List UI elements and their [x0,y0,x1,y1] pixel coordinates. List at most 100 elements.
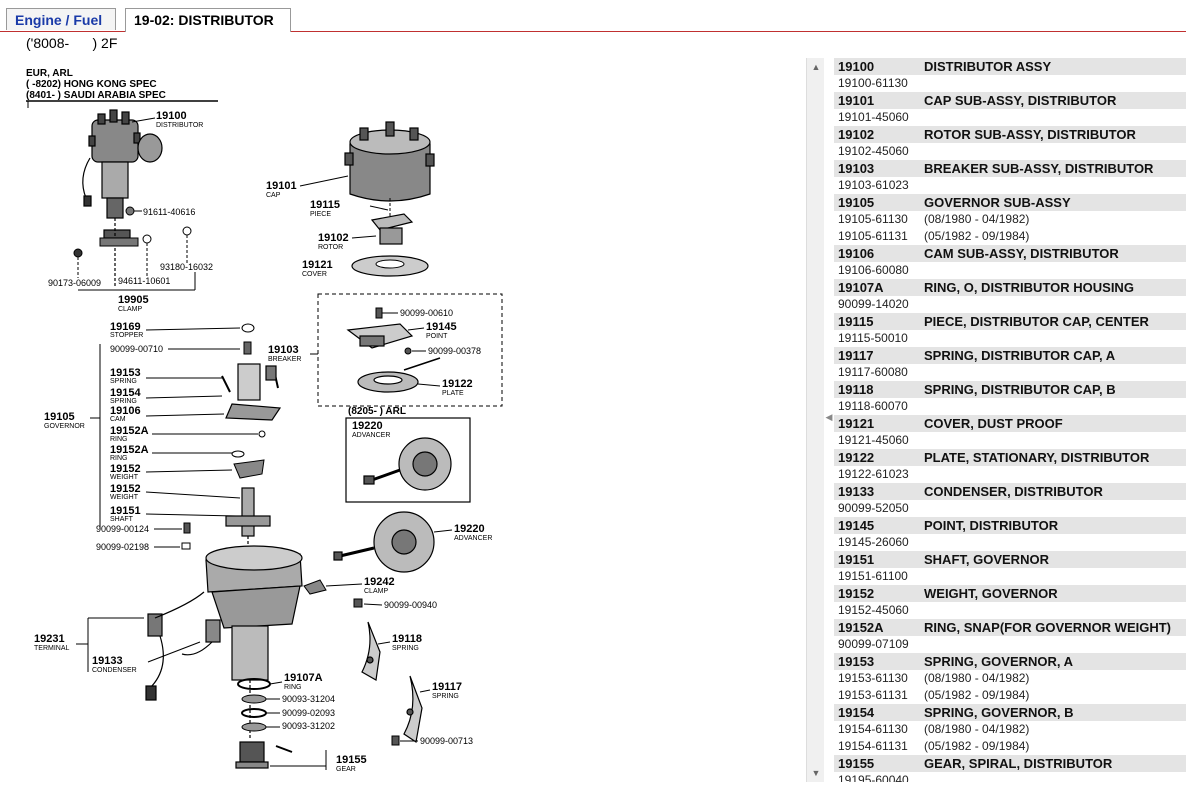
callout-19115: 19115 [310,199,340,211]
part-number-row[interactable]: 19153-61131(05/1982 - 09/1984) [834,687,1186,704]
part-number-row[interactable]: 19151-61100 [834,568,1186,585]
collapse-arrow-icon[interactable]: ◀ [825,412,833,422]
advancer-drawing [333,511,435,573]
part-number-row[interactable]: 19154-61130(08/1980 - 04/1982) [834,721,1186,738]
callout-19152a-1-desc: RING [110,436,128,443]
tab-distributor[interactable]: 19-02: DISTRIBUTOR [125,8,291,32]
scroll-up-icon[interactable]: ▲ [811,62,821,72]
callout-19220-desc: ADVANCER [454,535,492,542]
rotor-drawing [370,213,414,245]
part-number-row[interactable]: 19106-60080 [834,262,1186,279]
diagram-scrollbar[interactable]: ▲ ▼ [806,58,825,782]
callout-19103: 19103 [268,344,299,356]
part-date-range: (05/1982 - 09/1984) [924,229,1030,243]
part-code: 19152 [838,586,875,601]
part-number-row[interactable]: 19121-45060 [834,432,1186,449]
part-number: 19105-61131 [838,229,908,243]
callout-19220-arl-desc: ADVANCER [352,432,390,439]
part-code: 19100 [838,59,875,74]
callout-19118-desc: SPRING [392,645,419,652]
distributor-assy-drawing [82,109,163,286]
clamp-drawing [303,579,327,595]
part-number-row[interactable]: 19115-50010 [834,330,1186,347]
callout-90099-00610: 90099-00610 [400,308,453,318]
part-code: 19106 [838,246,875,261]
part-number-row[interactable]: 19152-45060 [834,602,1186,619]
part-number-row[interactable]: 90099-14020 [834,296,1186,313]
part-number: 19118-60070 [838,399,908,413]
tab-engine-fuel[interactable]: Engine / Fuel [6,8,116,30]
part-number-row[interactable]: 19100-61130 [834,75,1186,92]
part-code: 19118 [838,382,874,397]
part-number-row[interactable]: 19154-61131(05/1982 - 09/1984) [834,738,1186,755]
part-number-row[interactable]: 19195-60040 [834,772,1186,782]
part-date-range: (08/1980 - 04/1982) [924,212,1030,226]
pane-splitter[interactable] [824,58,834,782]
callout-19151-desc: SHAFT [110,516,134,523]
scroll-down-icon[interactable]: ▼ [811,768,821,778]
part-code: 19107A [838,280,884,295]
spiral-gear-drawing [235,741,293,769]
part-number-row[interactable]: 19102-45060 [834,143,1186,160]
part-number-row[interactable]: 19117-60080 [834,364,1186,381]
part-code: 19133 [838,484,875,499]
part-header-row[interactable]: 19106 CAM SUB-ASSY, DISTRIBUTOR [834,245,1186,262]
part-name: CAP SUB-ASSY, DISTRIBUTOR [924,93,1117,108]
part-number-row[interactable]: 19153-61130(08/1980 - 04/1982) [834,670,1186,687]
part-number: 19195-60040 [838,773,909,782]
part-name: CAM SUB-ASSY, DISTRIBUTOR [924,246,1119,261]
part-name: BREAKER SUB-ASSY, DISTRIBUTOR [924,161,1154,176]
part-number-row[interactable]: 90099-52050 [834,500,1186,517]
breaker-group-box [317,293,503,407]
tab-bar: Engine / Fuel 19-02: DISTRIBUTOR [0,0,1186,32]
part-name: ROTOR SUB-ASSY, DISTRIBUTOR [924,127,1136,142]
callout-90099-02198: 90099-02198 [96,542,149,552]
part-number: 19153-61131 [838,688,908,702]
part-number-row[interactable]: 19103-61023 [834,177,1186,194]
part-number-row[interactable]: 19105-61130(08/1980 - 04/1982) [834,211,1186,228]
advancer-arl-drawing [363,437,452,491]
part-number-row[interactable]: 19145-26060 [834,534,1186,551]
part-number-row[interactable]: 19122-61023 [834,466,1186,483]
callout-19242: 19242 [364,576,395,588]
part-number-row[interactable]: 19118-60070 [834,398,1186,415]
callout-19133-desc: CONDENSER [92,667,137,674]
callout-19121-desc: COVER [302,271,327,278]
part-number-row[interactable]: 19105-61131 (05/1982 - 09/1984) [834,228,1186,245]
part-name: SHAFT, GOVERNOR [924,552,1049,567]
callout-19152-2-desc: WEIGHT [110,494,139,501]
part-number-row[interactable]: 19101-45060 [834,109,1186,126]
part-number: 19115-50010 [838,331,908,345]
callout-19105-desc: GOVERNOR [44,423,85,430]
part-number-row[interactable]: 90099-07109 [834,636,1186,653]
callout-19154-desc: SPRING [110,398,137,405]
callout-90173-06009: 90173-06009 [48,278,101,288]
callout-90099-00124: 90099-00124 [96,524,149,534]
part-number: 19145-26060 [838,535,909,549]
